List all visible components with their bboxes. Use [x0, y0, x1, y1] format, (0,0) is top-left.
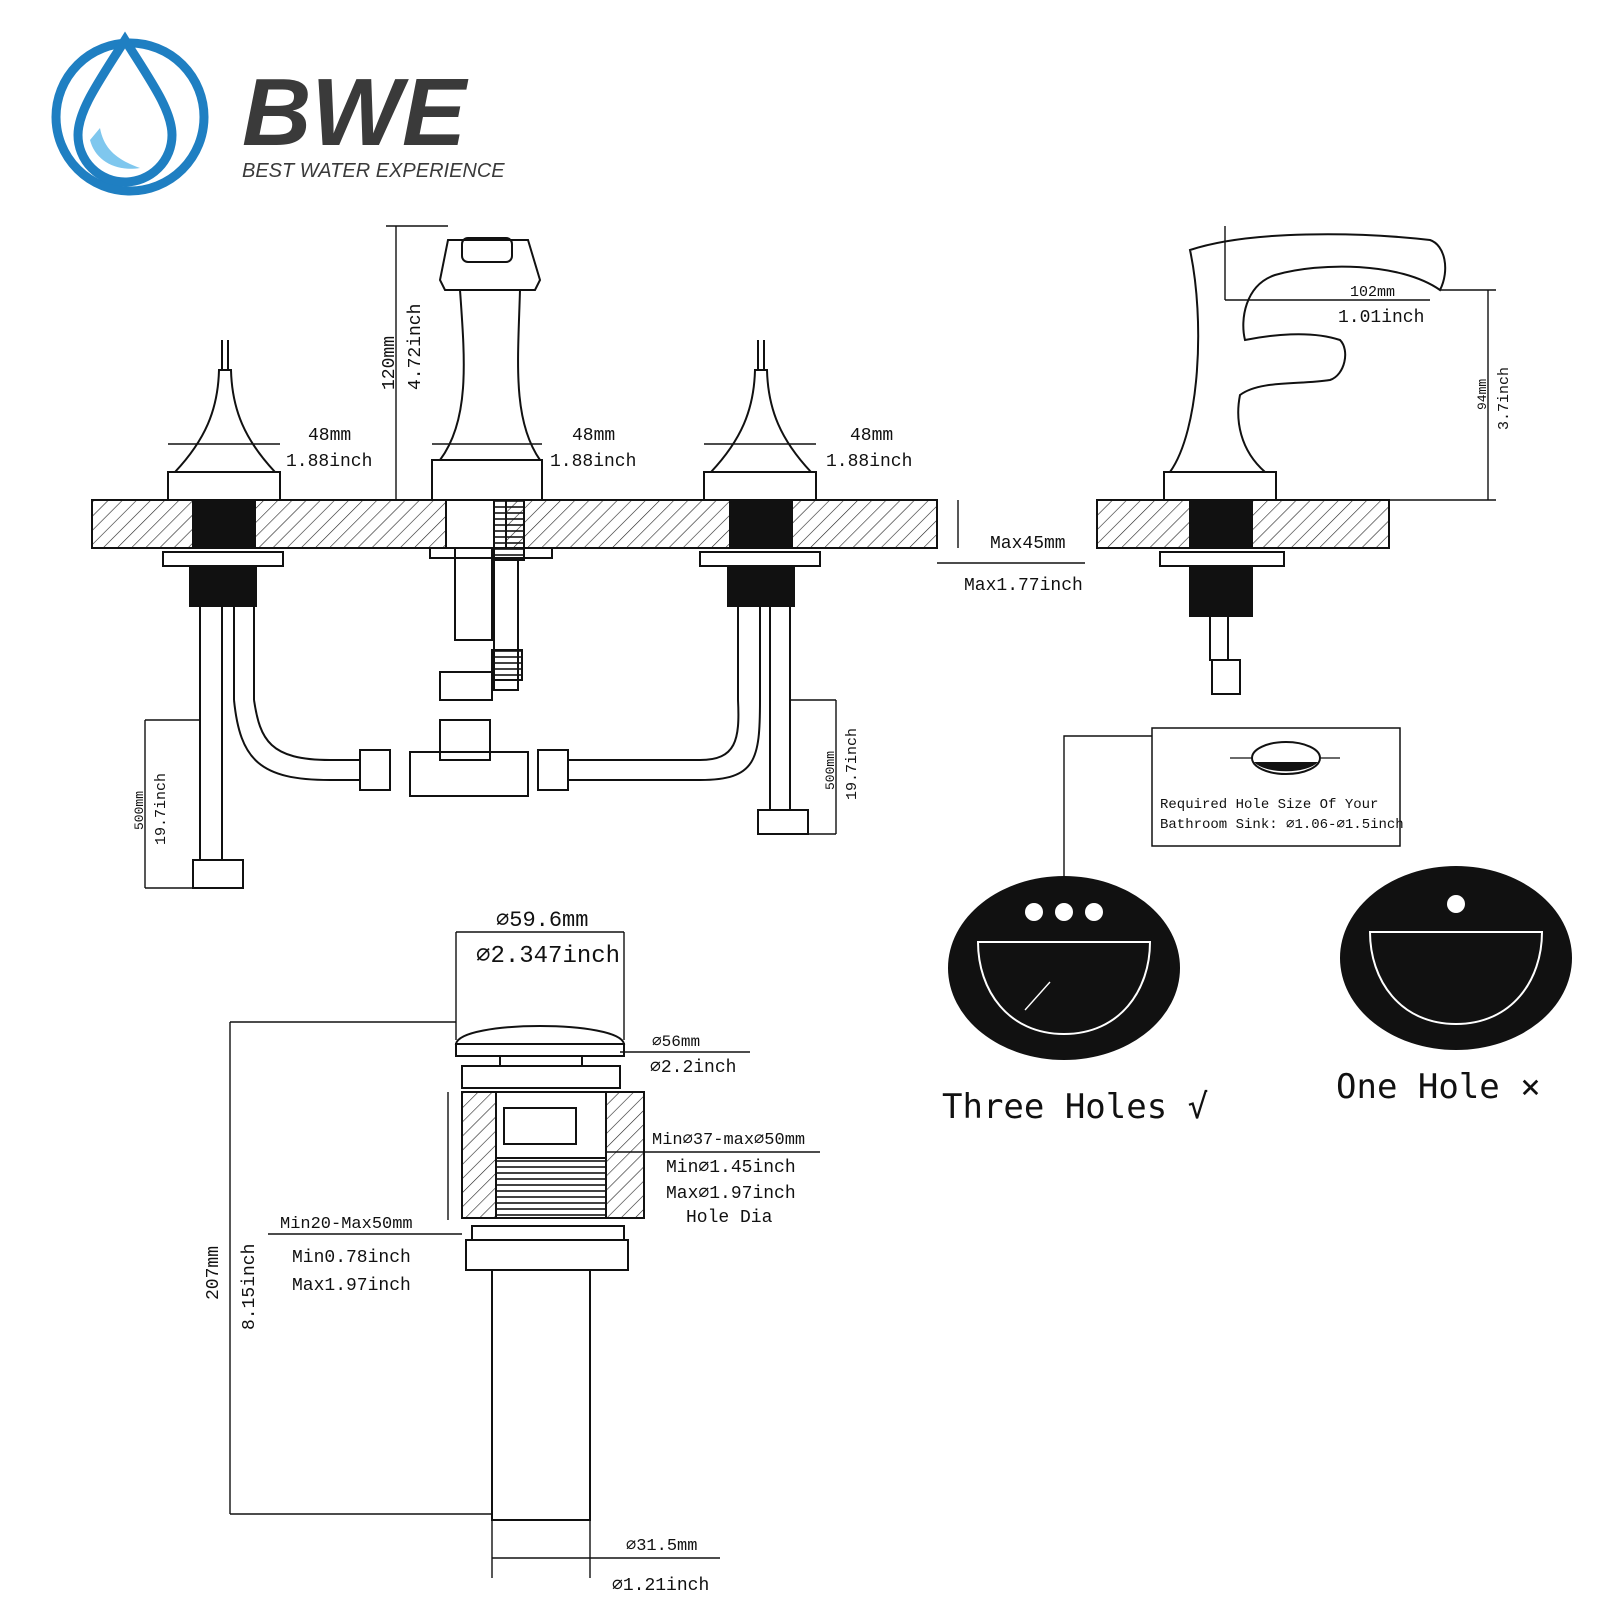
drain-height-mm: 207mm: [204, 1246, 224, 1300]
hole-size-note: Required Hole Size Of Your Bathroom Sink…: [1063, 727, 1404, 880]
left-hose-inch: 19.7inch: [153, 773, 170, 845]
tail-dia-mm: ⌀31.5mm: [626, 1537, 697, 1556]
hole-dia-inch-max: Max⌀1.97inch: [666, 1184, 796, 1204]
right-hole-insert: [729, 499, 793, 549]
center-spout: [429, 237, 553, 701]
spout-width-mm: 48mm: [572, 426, 615, 446]
sink-three-holes: Three Holes √: [942, 876, 1208, 1127]
hole-dia-label: Hole Dia: [686, 1208, 773, 1228]
right-handle-width-mm: 48mm: [850, 426, 893, 446]
one-hole-label: One Hole ×: [1336, 1067, 1541, 1107]
cap-dia-inch: ⌀2.347inch: [476, 943, 620, 970]
water-drop-icon: [51, 31, 209, 196]
thickness-inch-max: Max1.97inch: [292, 1276, 411, 1296]
logo-name: BWE: [242, 59, 469, 166]
reach-inch: 1.01inch: [1338, 308, 1424, 328]
pop-up-drain: [454, 1025, 645, 1521]
bwe-logo: BWE BEST WATER EXPERIENCE: [51, 31, 505, 196]
right-handle: [699, 340, 821, 720]
flange-dia-inch: ⌀2.2inch: [650, 1058, 736, 1078]
hole-dia-inch-min: Min⌀1.45inch: [666, 1158, 796, 1178]
left-handle-width-inch: 1.88inch: [286, 452, 372, 472]
right-hose-inch: 19.7inch: [844, 728, 861, 800]
deck-thickness-mm: Max45mm: [990, 534, 1066, 554]
left-handle-width-mm: 48mm: [308, 426, 351, 446]
spout-height-mm: 120mm: [380, 336, 400, 390]
three-holes-label: Three Holes √: [942, 1087, 1208, 1127]
drain-dimension-lines: [229, 931, 820, 1578]
drain-height-inch: 8.15inch: [240, 1244, 260, 1330]
right-handle-width-inch: 1.88inch: [826, 452, 912, 472]
hole-note-line1: Required Hole Size Of Your: [1160, 797, 1378, 813]
left-hole-insert: [192, 499, 256, 549]
left-handle: [162, 340, 284, 720]
reach-mm: 102mm: [1350, 284, 1395, 301]
thickness-mm: Min20-Max50mm: [280, 1215, 413, 1234]
front-dimension-labels: 48mm 1.88inch 48mm 1.88inch 48mm 1.88inc…: [132, 304, 1083, 845]
logo-tagline: BEST WATER EXPERIENCE: [242, 160, 505, 182]
hole-dia-mm: Min⌀37-max⌀50mm: [652, 1131, 805, 1150]
drain-dimension-labels: ⌀59.6mm ⌀2.347inch ⌀56mm ⌀2.2inch Min⌀37…: [204, 908, 805, 1596]
hole-note-line2: Bathroom Sink: ⌀1.06-⌀1.5inch: [1160, 817, 1404, 833]
spout-width-inch: 1.88inch: [550, 452, 636, 472]
faucet-front-view: [91, 237, 938, 889]
faucet-side-view: [1096, 233, 1447, 695]
sink-one-hole: One Hole ×: [1336, 866, 1572, 1107]
thickness-inch-min: Min0.78inch: [292, 1248, 411, 1268]
supply-hoses: [192, 699, 809, 889]
height-inch: 3.7inch: [1496, 367, 1513, 430]
tail-dia-inch: ⌀1.21inch: [612, 1576, 709, 1596]
flange-dia-mm: ⌀56mm: [652, 1033, 700, 1051]
front-dimension-lines: [144, 225, 1085, 889]
height-mm: 94mm: [1475, 379, 1490, 410]
side-dimension-lines: [1224, 226, 1496, 501]
cap-dia-mm: ⌀59.6mm: [496, 908, 588, 933]
side-dimension-labels: 102mm 1.01inch 94mm 3.7inch: [1338, 284, 1513, 430]
right-hose-mm: 500mm: [823, 751, 838, 790]
left-hose-mm: 500mm: [132, 791, 147, 830]
spout-height-inch: 4.72inch: [406, 304, 426, 390]
deck-thickness-inch: Max1.77inch: [964, 576, 1083, 596]
